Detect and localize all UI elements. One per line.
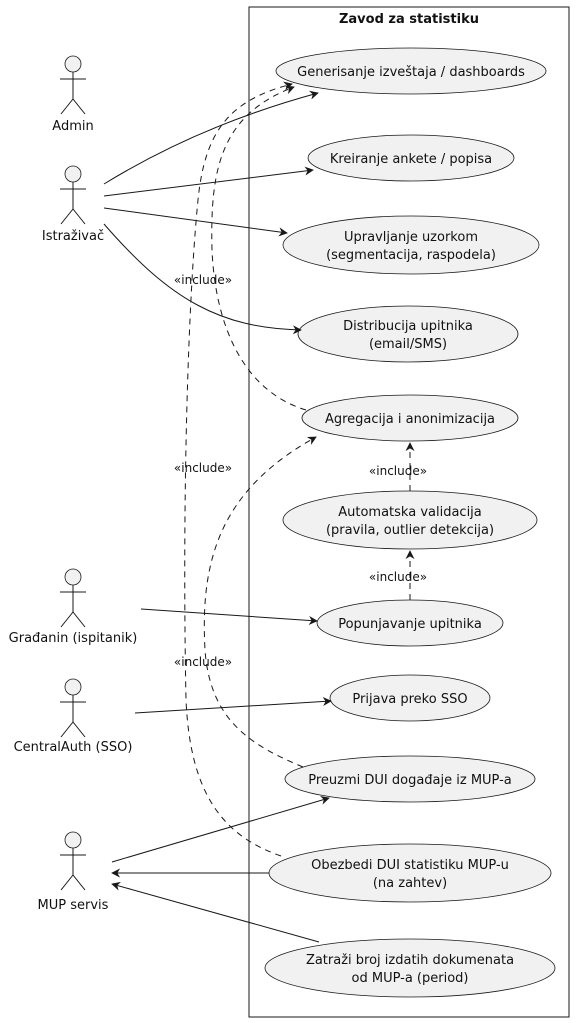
use-case-label: Preuzmi DUI događaje iz MUP-a [308,773,512,788]
actor-label: MUP servis [38,898,109,913]
use-case-agregacija[interactable]: Agregacija i anonimizacija [301,394,519,442]
include-label: «include» [174,273,232,287]
use-case-label: (na zahtev) [373,876,447,891]
include-preuzmi-agregacija [203,436,317,768]
actor-icon [60,55,86,115]
actor-admin[interactable]: Admin [52,55,94,134]
use-case-label: Upravljanje uzorkom [344,230,478,245]
use-case-kreiranje[interactable]: Kreiranje ankete / popisa [307,134,515,182]
use-case-label: Automatska validacija [338,505,482,520]
include-label: «include» [174,655,232,669]
assoc-centralauth-prijava [134,697,332,714]
actor-mup[interactable]: MUP servis [38,831,109,913]
use-case-label: od MUP-a (period) [352,971,469,986]
assoc-istrazivac-distribucija [103,223,302,335]
actor-gradjanin[interactable]: Građanin (ispitanik) [9,568,138,646]
actor-icon [60,831,86,891]
actor-label: Admin [52,119,93,134]
use-case-validacija[interactable]: Automatska validacija (pravila, outlier … [282,490,538,550]
assoc-istrazivac-generisanje [103,90,319,185]
use-case-popunjavanje[interactable]: Popunjavanje upitnika [316,599,504,647]
use-case-label: Generisanje izveštaja / dashboards [297,65,525,80]
use-case-zatrazi[interactable]: Zatraži broj izdatih dokumenata od MUP-a… [264,938,556,998]
include-obezbedi-generisanje [184,81,293,857]
actor-icon [60,568,86,628]
assoc-istrazivac-kreiranje [103,166,314,197]
include-agregacija-generisanje [211,85,307,411]
use-case-generisanje[interactable]: Generisanje izveštaja / dashboards [275,47,547,95]
use-case-label: Agregacija i anonimizacija [325,412,495,427]
assoc-gradjanin-popunjavanje [140,608,318,625]
use-case-label: Distribucija upitnika [343,319,473,334]
include-label: «include» [369,464,427,478]
use-case-label: (email/SMS) [369,337,447,352]
use-case-upravljanje[interactable]: Upravljanje uzorkom (segmentacija, raspo… [282,215,540,275]
system-boundary [248,6,570,1018]
actor-label: CentralAuth (SSO) [14,740,133,755]
use-case-distribucija[interactable]: Distribucija upitnika (email/SMS) [297,305,519,363]
use-case-prijava[interactable]: Prijava preko SSO [329,674,491,722]
actor-label: Istraživač [42,229,104,244]
include-label: «include» [174,461,232,475]
system-title: Zavod za statistiku [339,12,479,27]
actor-label: Građanin (ispitanik) [9,631,138,646]
use-case-label: (pravila, outlier detekcija) [326,523,494,538]
actor-icon [60,678,86,738]
assoc-mup-preuzmi [111,795,330,863]
use-case-label: Obezbedi DUI statistiku MUP-u [311,858,509,873]
use-case-label: Prijava preko SSO [352,692,467,707]
assoc-istrazivac-upravljanje [103,207,288,237]
use-case-label: Popunjavanje upitnika [338,617,482,632]
use-case-preuzmi[interactable]: Preuzmi DUI događaje iz MUP-a [284,755,536,803]
use-case-label: Kreiranje ankete / popisa [330,152,492,167]
assoc-zatrazi-mup [111,881,320,943]
include-label: «include» [369,570,427,584]
use-case-label: Zatraži broj izdatih dokumenata [306,953,514,968]
use-case-obezbedi[interactable]: Obezbedi DUI statistiku MUP-u (na zahtev… [268,843,552,903]
actor-istrazivac[interactable]: Istraživač [42,165,104,244]
actor-icon [60,165,86,225]
use-case-label: (segmentacija, raspodela) [326,248,496,263]
actor-centralauth[interactable]: CentralAuth (SSO) [14,678,133,755]
